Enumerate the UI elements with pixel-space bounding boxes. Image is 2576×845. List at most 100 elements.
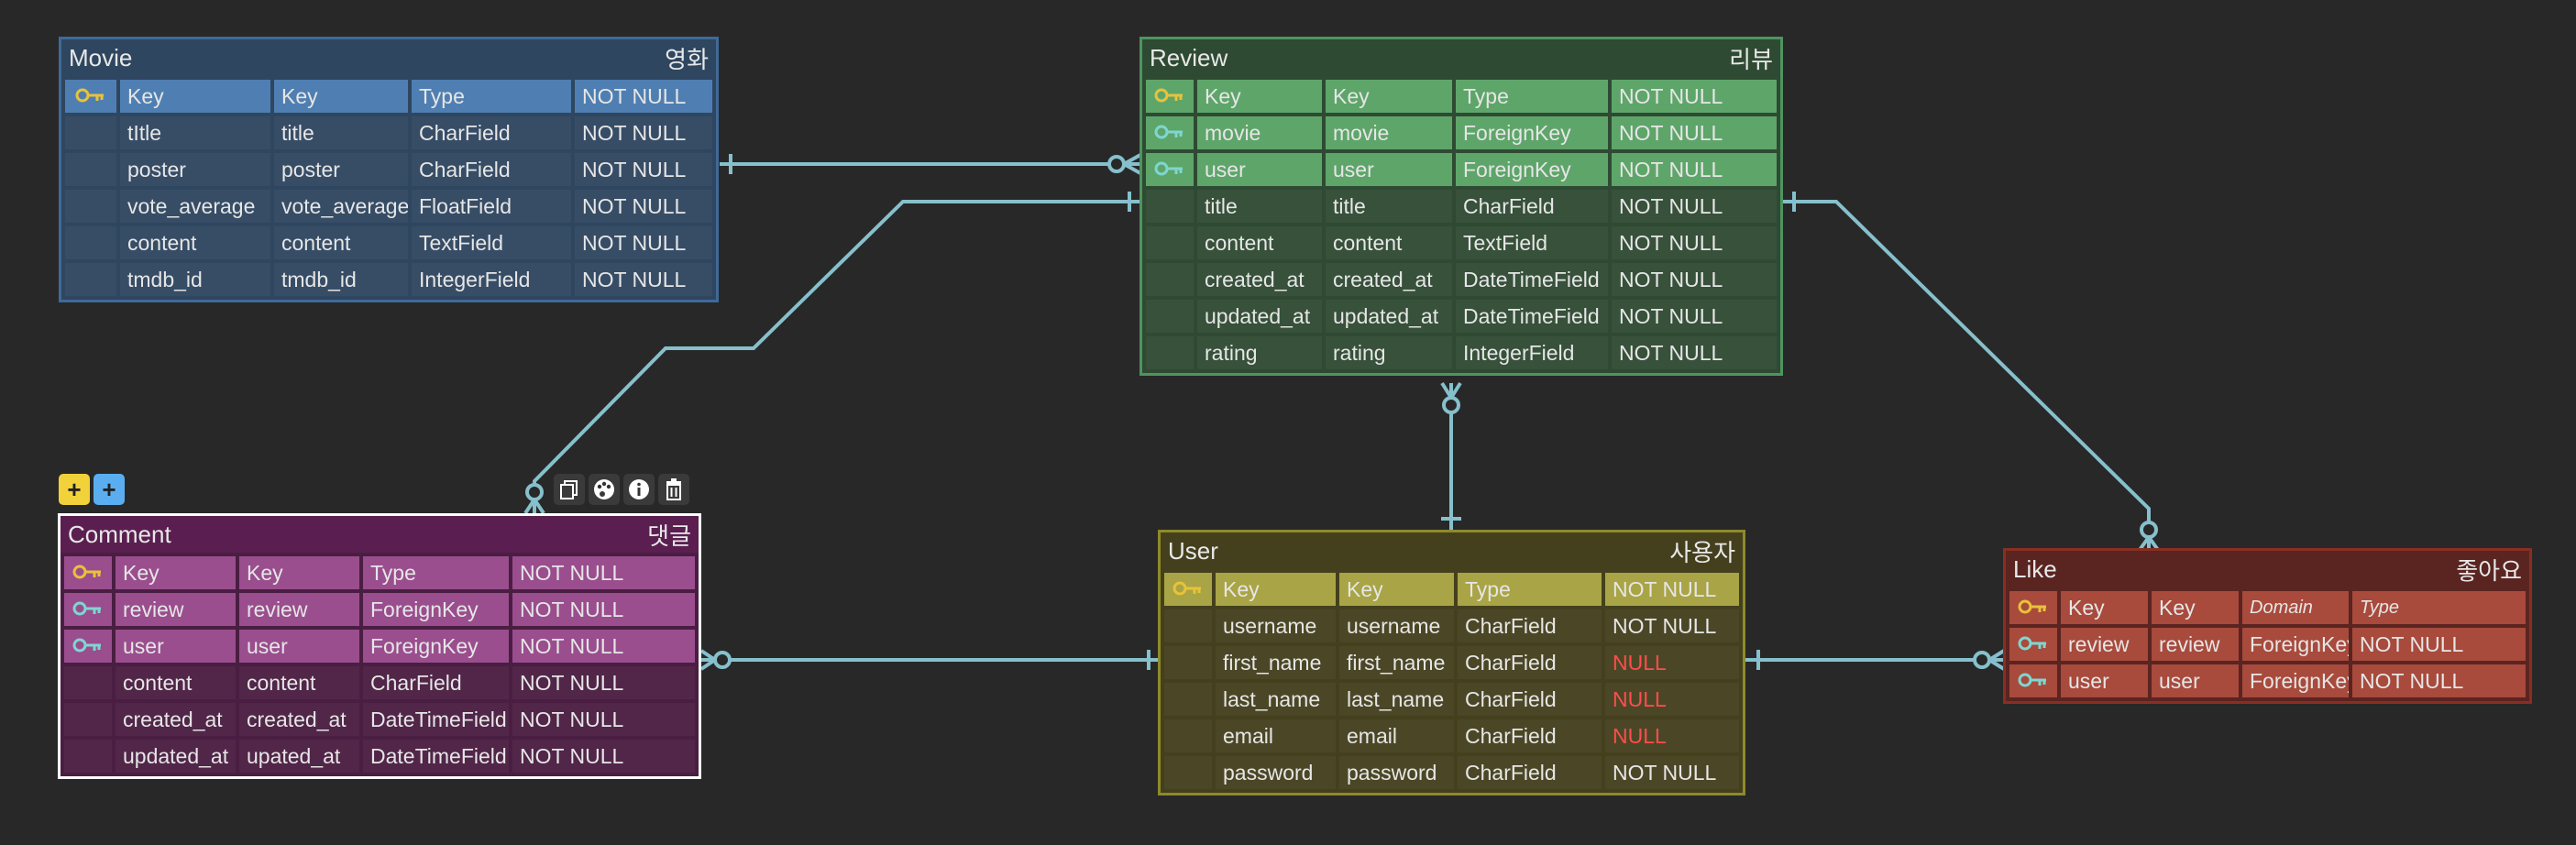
field-name-cell[interactable]: user: [2061, 664, 2148, 697]
nullable-cell[interactable]: NOT NULL: [1612, 153, 1777, 186]
field-type-cell[interactable]: Domain: [2242, 591, 2349, 624]
nullable-cell[interactable]: NOT NULL: [1612, 300, 1777, 333]
field-name-cell[interactable]: tmdb_id: [120, 263, 270, 296]
column-name-cell[interactable]: user: [1326, 153, 1452, 186]
field-type-cell[interactable]: ForeignKey: [363, 593, 509, 626]
column-name-cell[interactable]: user: [239, 630, 359, 663]
field-name-cell[interactable]: first_name: [1216, 646, 1336, 679]
copy-icon[interactable]: [554, 474, 585, 505]
field-type-cell[interactable]: ForeignKey: [1456, 153, 1608, 186]
column-name-cell[interactable]: Key: [239, 556, 359, 589]
field-type-cell[interactable]: ForeignKey: [2242, 628, 2349, 661]
nullable-cell[interactable]: NOT NULL: [2352, 664, 2526, 697]
field-name-cell[interactable]: last_name: [1216, 683, 1336, 716]
nullable-cell[interactable]: NULL: [1605, 719, 1739, 752]
field-name-cell[interactable]: content: [1197, 226, 1322, 259]
field-type-cell[interactable]: CharField: [1458, 683, 1602, 716]
nullable-cell[interactable]: NOT NULL: [512, 666, 695, 699]
field-type-cell[interactable]: IntegerField: [1456, 336, 1608, 369]
field-name-cell[interactable]: movie: [1197, 116, 1322, 149]
field-type-cell[interactable]: ForeignKey: [1456, 116, 1608, 149]
column-name-cell[interactable]: upated_at: [239, 740, 359, 773]
field-type-cell[interactable]: DateTimeField: [363, 703, 509, 736]
field-name-cell[interactable]: created_at: [116, 703, 236, 736]
field-name-cell[interactable]: Key: [1197, 80, 1322, 113]
field-type-cell[interactable]: CharField: [412, 116, 571, 149]
info-icon[interactable]: [623, 474, 655, 505]
column-name-cell[interactable]: review: [239, 593, 359, 626]
nullable-cell[interactable]: NOT NULL: [1612, 116, 1777, 149]
field-name-cell[interactable]: Key: [120, 80, 270, 113]
field-name-cell[interactable]: poster: [120, 153, 270, 186]
nullable-cell[interactable]: NOT NULL: [1612, 263, 1777, 296]
nullable-cell[interactable]: NOT NULL: [512, 593, 695, 626]
field-name-cell[interactable]: user: [116, 630, 236, 663]
column-name-cell[interactable]: created_at: [1326, 263, 1452, 296]
field-type-cell[interactable]: CharField: [1458, 609, 1602, 642]
field-type-cell[interactable]: IntegerField: [412, 263, 571, 296]
nullable-cell[interactable]: NOT NULL: [575, 116, 712, 149]
column-name-cell[interactable]: first_name: [1339, 646, 1454, 679]
column-name-cell[interactable]: vote_average: [274, 190, 408, 223]
field-type-cell[interactable]: TextField: [412, 226, 571, 259]
column-name-cell[interactable]: Key: [2152, 591, 2239, 624]
field-type-cell[interactable]: CharField: [1458, 646, 1602, 679]
column-name-cell[interactable]: password: [1339, 756, 1454, 789]
nullable-cell[interactable]: NOT NULL: [1612, 80, 1777, 113]
field-type-cell[interactable]: CharField: [1458, 719, 1602, 752]
field-type-cell[interactable]: ForeignKey: [2242, 664, 2349, 697]
field-name-cell[interactable]: content: [116, 666, 236, 699]
nullable-cell[interactable]: NOT NULL: [575, 263, 712, 296]
column-name-cell[interactable]: last_name: [1339, 683, 1454, 716]
field-type-cell[interactable]: Type: [1456, 80, 1608, 113]
column-name-cell[interactable]: email: [1339, 719, 1454, 752]
nullable-cell[interactable]: NOT NULL: [1605, 573, 1739, 606]
column-name-cell[interactable]: content: [274, 226, 408, 259]
field-name-cell[interactable]: title: [1197, 190, 1322, 223]
nullable-cell[interactable]: NOT NULL: [575, 80, 712, 113]
column-name-cell[interactable]: title: [274, 116, 408, 149]
field-type-cell[interactable]: Type: [363, 556, 509, 589]
column-name-cell[interactable]: user: [2152, 664, 2239, 697]
nullable-cell[interactable]: NOT NULL: [2352, 628, 2526, 661]
nullable-cell[interactable]: NULL: [1605, 683, 1739, 716]
column-name-cell[interactable]: Key: [1326, 80, 1452, 113]
field-name-cell[interactable]: Key: [2061, 591, 2148, 624]
field-type-cell[interactable]: TextField: [1456, 226, 1608, 259]
field-name-cell[interactable]: content: [120, 226, 270, 259]
field-name-cell[interactable]: updated_at: [116, 740, 236, 773]
nullable-cell[interactable]: NOT NULL: [512, 556, 695, 589]
nullable-cell[interactable]: Type: [2352, 591, 2526, 624]
field-name-cell[interactable]: email: [1216, 719, 1336, 752]
column-name-cell[interactable]: updated_at: [1326, 300, 1452, 333]
field-name-cell[interactable]: updated_at: [1197, 300, 1322, 333]
nullable-cell[interactable]: NOT NULL: [512, 703, 695, 736]
field-type-cell[interactable]: CharField: [363, 666, 509, 699]
field-name-cell[interactable]: rating: [1197, 336, 1322, 369]
